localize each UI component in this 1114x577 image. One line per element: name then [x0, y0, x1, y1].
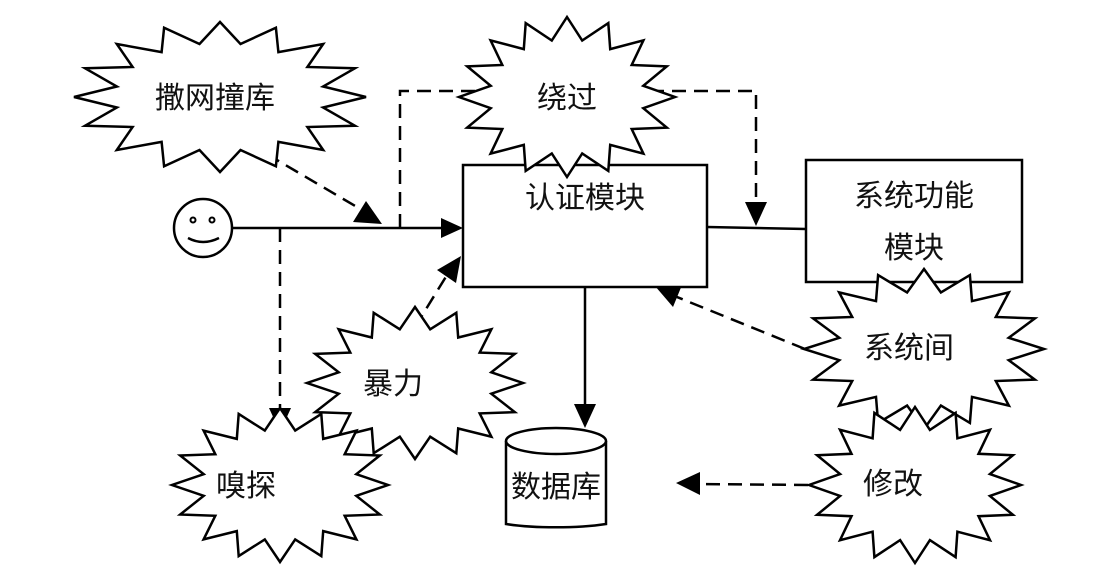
burst-label-inter-system: 系统间	[864, 331, 954, 366]
intersystem-arrowhead	[655, 285, 682, 307]
burst-label-credential-stuffing: 撒网撞库	[155, 81, 275, 116]
database-label: 数据库	[511, 470, 601, 505]
burst-brute-force: 暴力	[303, 304, 527, 462]
system-module-label-line2: 模块	[884, 231, 944, 266]
system-module-label-line1: 系统功能	[854, 179, 974, 214]
auth-to-db-arrowhead	[574, 404, 596, 428]
stuffing-arrowhead	[353, 201, 382, 224]
bypass-in-dashed-line	[398, 89, 482, 228]
burst-modify: 修改	[805, 404, 1025, 566]
auth-module-label: 认证模块	[525, 181, 645, 216]
database-cylinder: 数据库	[504, 426, 608, 529]
burst-label-bypass: 绕过	[537, 81, 597, 116]
burst-bypass: 绕过	[455, 14, 679, 180]
burst-inter-system: 系统间	[799, 266, 1049, 432]
brute-arrowhead	[437, 256, 461, 283]
smiley-face-icon	[172, 197, 234, 259]
bypass-arrowhead	[745, 202, 767, 226]
intersystem-dashed-line	[671, 293, 806, 351]
modify-dashed-line	[696, 482, 809, 487]
burst-label-modify: 修改	[863, 467, 923, 502]
burst-label-brute-force: 暴力	[363, 367, 423, 402]
user-to-auth-arrowhead	[441, 218, 463, 238]
bypass-out-dashed-line	[650, 89, 758, 205]
modify-arrowhead	[676, 472, 700, 495]
burst-label-sniffing: 嗅探	[216, 469, 276, 504]
auth-to-system-line	[706, 225, 807, 231]
burst-sniffing: 嗅探	[168, 405, 392, 565]
burst-credential-stuffing: 撒网撞库	[73, 20, 367, 174]
system-module-box: 系统功能 模块	[804, 158, 1024, 284]
auth-module-box: 认证模块	[461, 163, 709, 289]
